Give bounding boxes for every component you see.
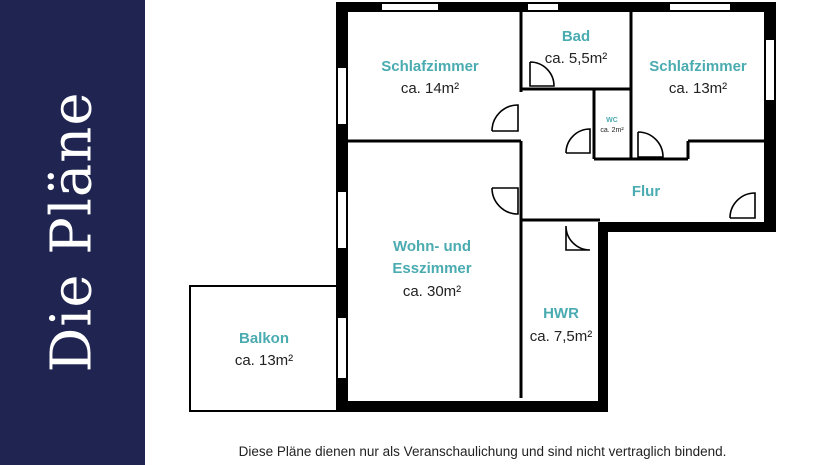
room-name-schlafzimmer-right: Schlafzimmer <box>649 58 747 75</box>
room-name-hwr: HWR <box>543 305 579 322</box>
room-area-schlafzimmer-left: ca. 14m² <box>401 80 459 97</box>
room-name-balkon: Balkon <box>239 330 289 347</box>
room-name-schlafzimmer-left: Schlafzimmer <box>381 58 479 75</box>
room-area-balkon: ca. 13m² <box>235 352 293 369</box>
disclaimer-text: Diese Pläne dienen nur als Veranschaulic… <box>238 444 727 459</box>
door-swings <box>491 61 756 251</box>
sidebar: Die Pläne <box>0 0 145 465</box>
room-area-hwr: ca. 7,5m² <box>530 328 593 345</box>
room-name-wohnen-line2: Esszimmer <box>392 260 471 277</box>
room-name-flur: Flur <box>632 183 660 200</box>
room-area-wc: ca. 2m² <box>600 127 624 134</box>
room-area-schlafzimmer-right: ca. 13m² <box>669 80 727 97</box>
room-name-bad: Bad <box>562 28 590 45</box>
room-area-wohnen: ca. 30m² <box>403 283 461 300</box>
balcony-outline <box>189 285 339 412</box>
interior-walls <box>346 10 766 398</box>
room-area-bad: ca. 5,5m² <box>545 50 608 67</box>
room-name-wc: WC <box>606 117 618 124</box>
room-name-wohnen-line1: Wohn- und <box>393 238 471 255</box>
windows <box>338 4 774 378</box>
